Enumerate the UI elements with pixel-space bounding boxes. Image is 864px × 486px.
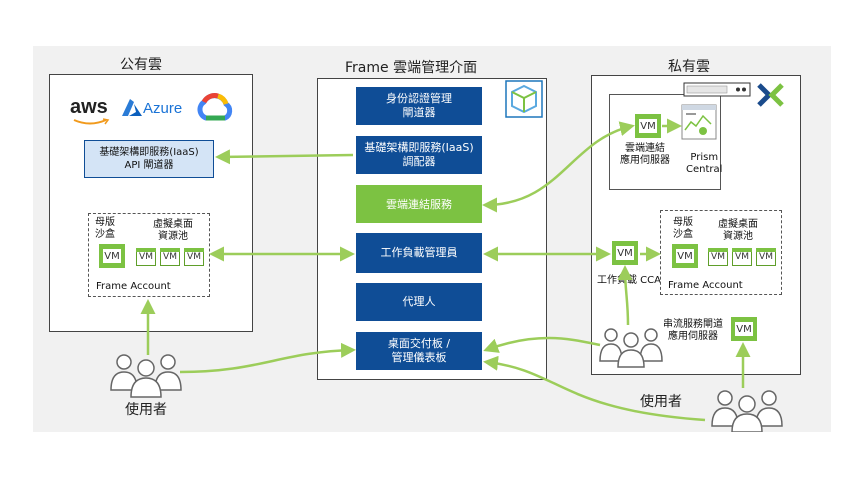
private-master-label: 母版沙盒 xyxy=(673,217,693,240)
workload-manager-box: 工作負載管理員 xyxy=(356,233,482,273)
public-vm-icon-3: VM xyxy=(184,248,204,266)
cube-icon xyxy=(505,80,543,118)
identity-gateway-box: 身份認證管理閘道器 xyxy=(356,87,482,125)
users-icon-right xyxy=(711,390,783,432)
desktop-dashboard-box: 桌面交付板 /管理儀表板 xyxy=(356,332,482,370)
frame-title: Frame 雲端管理介面 xyxy=(345,60,478,76)
public-master-label: 母版沙盒 xyxy=(95,217,115,240)
public-vdi-label: 虛擬桌面資源池 xyxy=(153,219,193,242)
prism-dashboard-icon xyxy=(681,104,717,140)
iaas-gateway-line1: 基礎架構即服務(IaaS) xyxy=(99,147,199,158)
iaas-api-gateway: 基礎架構即服務(IaaS) API 閘道器 xyxy=(84,140,214,178)
cloud-connect-service-box: 雲端連結服務 xyxy=(356,185,482,223)
private-vm-icon-2: VM xyxy=(732,248,752,266)
private-vdi-label: 虛擬桌面資源池 xyxy=(718,219,758,242)
public-vm-icon-1: VM xyxy=(136,248,156,266)
streaming-gateway-label: 串流服務閘道應用伺服器 xyxy=(663,319,723,342)
private-frame-account-label: Frame Account xyxy=(668,280,743,291)
google-cloud-icon xyxy=(197,93,233,121)
private-master-vm-icon: VM xyxy=(672,244,698,268)
cloud-connect-vm-icon: VM xyxy=(635,114,661,138)
azure-logo: Azure xyxy=(143,100,183,117)
aws-logo: aws xyxy=(70,96,108,118)
users-label-left: 使用者 xyxy=(125,402,167,418)
iaas-gateway-line2: API 閘道器 xyxy=(124,160,174,171)
server-icon xyxy=(683,82,751,97)
workload-cca-label: 工作負載 CCA xyxy=(597,275,661,286)
azure-icon xyxy=(122,99,142,116)
public-frame-account-label: Frame Account xyxy=(96,281,171,292)
nutanix-x-icon xyxy=(757,83,784,107)
workload-cca-vm-icon: VM xyxy=(612,241,638,265)
public-vm-icon-2: VM xyxy=(160,248,180,266)
private-cloud-title: 私有雲 xyxy=(668,59,710,75)
public-master-vm-icon: VM xyxy=(99,244,125,268)
cloud-connect-server-label: 雲端連結應用伺服器 xyxy=(620,143,670,166)
private-vm-icon-1: VM xyxy=(708,248,728,266)
private-vm-icon-3: VM xyxy=(756,248,776,266)
users-label-right: 使用者 xyxy=(640,394,682,410)
public-cloud-title: 公有雲 xyxy=(120,57,162,73)
users-icon-private xyxy=(599,328,663,368)
streaming-gateway-vm-icon: VM xyxy=(731,317,757,341)
aws-smile-icon xyxy=(73,118,110,125)
users-icon-left xyxy=(110,354,182,398)
iaas-provisioner-box: 基礎架構即服務(IaaS)調配器 xyxy=(356,136,482,174)
agent-box: 代理人 xyxy=(356,283,482,321)
